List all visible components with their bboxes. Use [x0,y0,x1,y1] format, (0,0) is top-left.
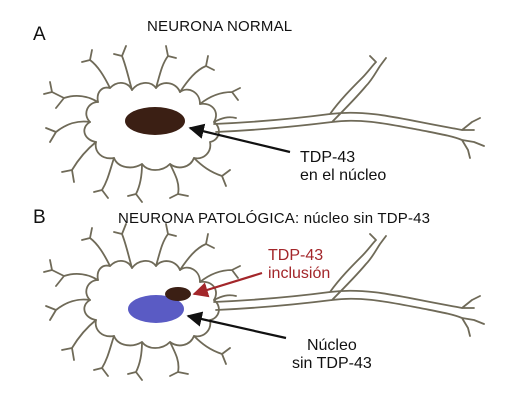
neuron-b [43,223,485,381]
arrow-to-inclusion [192,271,263,298]
inclusion-annotation-line1: TDP-43 [268,247,324,264]
panel-a-letter: A [33,24,46,45]
neuron-a-dendrites [43,45,241,203]
panel-b-title: NEURONA PATOLÓGICA: núcleo sin TDP-43 [118,210,431,227]
neuron-a-axon [213,55,485,159]
panel-b-letter: B [33,207,46,228]
neuron-b-dendrites [43,223,241,381]
nucleus-annotation-line1: TDP-43 [300,149,356,166]
neuron-b-axon [213,233,485,337]
nucleus-annotation: TDP-43 en el núcleo [300,149,386,186]
inclusion-annotation: TDP-43 inclusión [268,247,330,284]
nucleus-annotation-line2: en el núcleo [300,167,387,185]
empty-nucleus-annotation: Núcleo sin TDP-43 [292,337,372,374]
tdp43-inclusion [165,287,191,301]
tdp43-nucleus [125,107,185,135]
empty-nucleus-annotation-line1: Núcleo [306,337,357,354]
arrow-to-empty-nucleus [186,311,287,340]
inclusion-annotation-line2: inclusión [268,265,331,283]
panel-a-title: NEURONA NORMAL [147,18,293,35]
neuron-a [43,45,485,203]
arrow-to-nucleus [188,123,291,154]
empty-nucleus [128,295,184,323]
empty-nucleus-annotation-line2: sin TDP-43 [292,355,372,373]
